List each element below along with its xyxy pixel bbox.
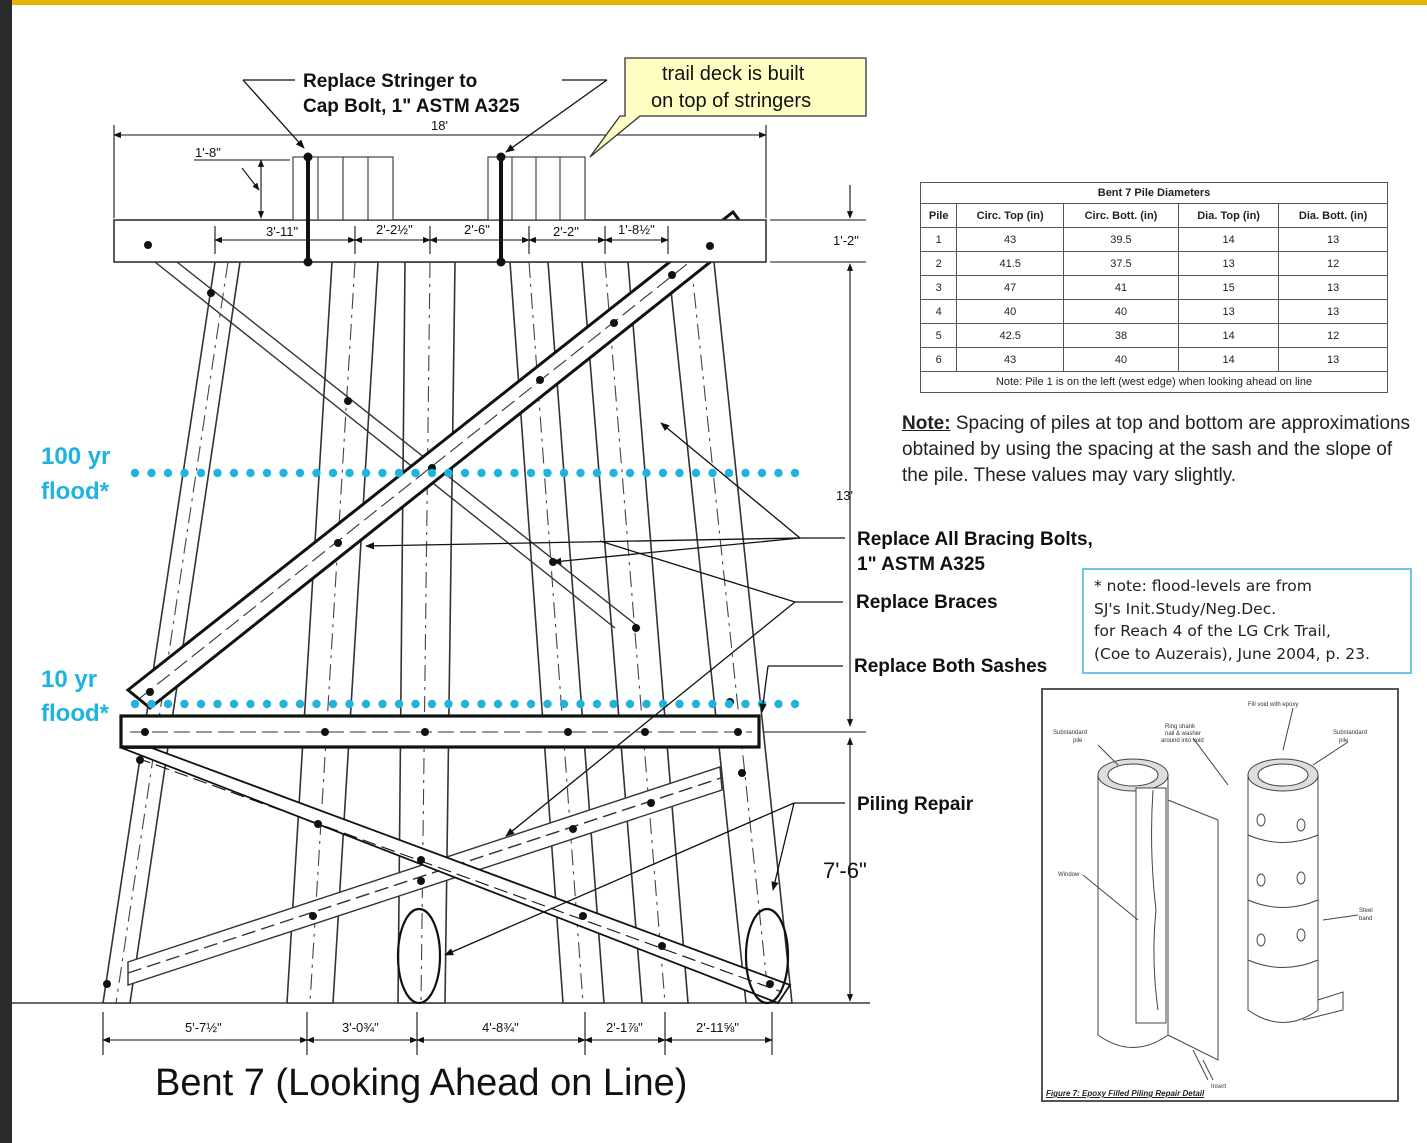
fig-label-insert: Insert bbox=[1211, 1084, 1226, 1090]
flood-100yr-line: (function(){ var g=document.currentScrip… bbox=[130, 468, 800, 478]
spacing-note-text: Spacing of piles at top and bottom are a… bbox=[902, 413, 1411, 486]
callout-replace-sashes: Replace Both Sashes bbox=[854, 656, 1047, 677]
dim-overall-width: 18' bbox=[431, 118, 448, 133]
spacing-note: Note: Spacing of piles at top and bottom… bbox=[902, 411, 1412, 489]
flood-10yr-label-2: flood* bbox=[41, 700, 110, 727]
left-frame-strip bbox=[0, 0, 12, 1143]
fig-label-substandard-left-1: Substandard bbox=[1053, 730, 1087, 736]
dim-bottom-3: 4'-8¾" bbox=[482, 1020, 519, 1035]
flood-note-line: (Coe to Auzerais), June 2004, p. 23. bbox=[1094, 644, 1370, 663]
page-title: Bent 7 (Looking Ahead on Line) bbox=[155, 1062, 688, 1104]
dim-bottom-1: 5'-7½" bbox=[185, 1020, 222, 1035]
pile-centerlines bbox=[115, 261, 770, 1004]
dim-top-4: 2'-2" bbox=[553, 224, 579, 239]
dim-stringer-offset: 1'-8" bbox=[195, 145, 221, 160]
leader-lines bbox=[242, 79, 845, 956]
fig-label-fill-void: Fill void with epoxy bbox=[1248, 702, 1298, 708]
dim-height-upper: 13' bbox=[836, 488, 853, 503]
piling-repair-illustration: Fill void with epoxy Substandard pile Ri… bbox=[1053, 702, 1373, 1090]
flood-10yr-line: (function(){ var g=document.currentScrip… bbox=[130, 699, 800, 709]
flood-10yr-label-1: 10 yr bbox=[41, 666, 97, 693]
fig-label-steel-band-2: band bbox=[1359, 916, 1372, 922]
callout-replace-bolts-2: 1" ASTM A325 bbox=[857, 554, 985, 575]
dim-top-1: 3'-11" bbox=[266, 224, 299, 239]
dim-top-2: 2'-2½" bbox=[376, 222, 413, 237]
dim-height-lower: 7'-6" bbox=[823, 858, 867, 883]
fig-label-ring-shank-3: around into void bbox=[1161, 738, 1204, 744]
callout-replace-stringer-1: Replace Stringer to bbox=[303, 71, 477, 92]
upper-brace-back bbox=[154, 261, 641, 629]
table-header: Pile bbox=[919, 203, 958, 228]
fig-label-substandard-left-2: pile bbox=[1073, 738, 1083, 744]
flood-note-line: for Reach 4 of the LG Crk Trail, bbox=[1094, 622, 1331, 640]
sash-beam bbox=[119, 714, 761, 749]
fig-label-steel-band-1: Steel bbox=[1359, 908, 1373, 914]
callout-replace-braces: Replace Braces bbox=[856, 592, 998, 613]
stringers bbox=[292, 156, 586, 221]
pile-diameter-table: Bent 7 Pile Diameters Pile Circ. Top (in… bbox=[919, 182, 1388, 393]
dim-bottom-4: 2'-1⅞" bbox=[606, 1020, 643, 1035]
dim-top-5: 1'-8½" bbox=[618, 222, 655, 237]
table-caption: Bent 7 Pile Diameters bbox=[920, 182, 1388, 204]
piling-repair-figure: Fill void with epoxy Substandard pile Ri… bbox=[1041, 688, 1399, 1102]
flood-note-line: SJ's Init.Study/Neg.Dec. bbox=[1094, 599, 1277, 618]
flood-level-note: * note: flood-levels are from SJ's Init.… bbox=[1082, 568, 1412, 674]
table-header: Circ. Bott. (in) bbox=[1062, 203, 1179, 228]
flood-note-line: * note: flood-levels are from bbox=[1094, 577, 1312, 595]
callout-piling-repair: Piling Repair bbox=[857, 794, 974, 815]
fig-label-window: Window bbox=[1058, 872, 1080, 878]
trail-deck-text-1: trail deck is built bbox=[662, 63, 805, 85]
top-frame-strip bbox=[0, 0, 1427, 5]
dim-bottom-2: 3'-0¾" bbox=[342, 1020, 379, 1035]
fig-label-ring-shank-1: Ring shank bbox=[1165, 724, 1196, 730]
fig-label-ring-shank-2: nail & washer bbox=[1165, 731, 1201, 737]
trail-deck-callout: trail deck is built on top of stringers bbox=[589, 57, 867, 158]
figure-caption: Figure 7: Epoxy Filled Piling Repair Det… bbox=[1046, 1089, 1205, 1098]
dimension-lines bbox=[102, 125, 866, 1055]
dim-bottom-5: 2'-11⅝" bbox=[696, 1020, 739, 1035]
table-header: Dia. Top (in) bbox=[1177, 203, 1280, 228]
fig-label-substandard-right-2: pile bbox=[1339, 738, 1349, 744]
callout-replace-bolts-1: Replace All Bracing Bolts, bbox=[857, 529, 1093, 550]
piling-repair-ovals bbox=[396, 907, 790, 1005]
fig-label-substandard-right-1: Substandard bbox=[1333, 730, 1367, 736]
pile-5 bbox=[581, 261, 689, 1004]
table-header: Circ. Top (in) bbox=[956, 203, 1064, 228]
lower-brace-rising bbox=[127, 766, 723, 986]
dim-top-3: 2'-6" bbox=[464, 222, 490, 237]
spacing-note-label: Note: bbox=[902, 413, 951, 434]
stringer-bolts bbox=[306, 157, 503, 262]
flood-100yr-label-1: 100 yr bbox=[41, 443, 110, 470]
trail-deck-text-2: on top of stringers bbox=[651, 90, 811, 112]
table-note: Note: Pile 1 is on the left (west edge) … bbox=[920, 371, 1388, 393]
table-header: Dia. Bott. (in) bbox=[1278, 203, 1388, 228]
flood-100yr-label-2: flood* bbox=[41, 478, 110, 505]
callout-replace-stringer-2: Cap Bolt, 1" ASTM A325 bbox=[303, 96, 520, 117]
dim-cap-depth: 1'-2" bbox=[833, 233, 859, 248]
